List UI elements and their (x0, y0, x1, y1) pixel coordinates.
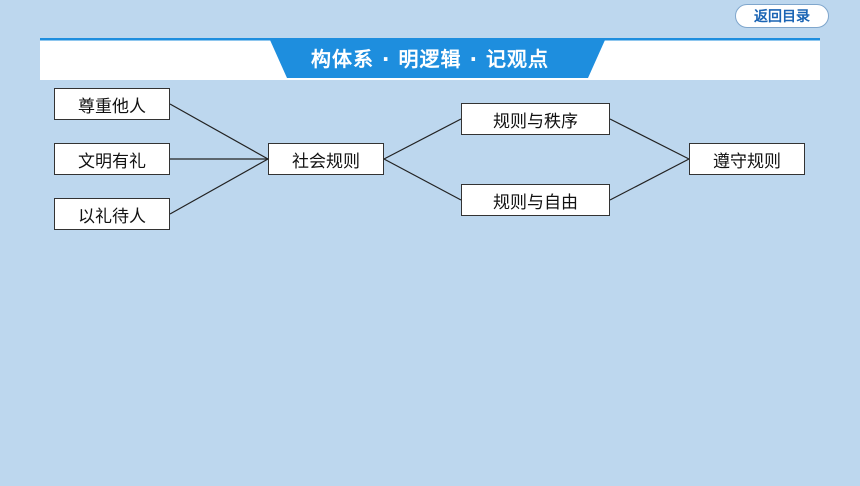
back-to-contents-button[interactable]: 返回目录 (735, 4, 829, 28)
node-civil-polite: 文明有礼 (54, 143, 170, 175)
banner-shape (40, 38, 820, 80)
connector-line (383, 118, 462, 160)
node-courtesy: 以礼待人 (54, 198, 170, 230)
banner-title: 构体系 · 明逻辑 · 记观点 (310, 47, 550, 71)
connector-line (609, 158, 690, 201)
node-rules-and-order: 规则与秩序 (461, 103, 610, 135)
connector-line (169, 103, 269, 160)
node-obey-rules: 遵守规则 (689, 143, 805, 175)
node-social-rules: 社会规则 (268, 143, 384, 175)
connector-line (383, 158, 462, 201)
section-banner: 构体系 · 明逻辑 · 记观点 (40, 38, 820, 80)
node-respect-others: 尊重他人 (54, 88, 170, 120)
connector-line (609, 118, 690, 160)
node-rules-and-freedom: 规则与自由 (461, 184, 610, 216)
connector-line (169, 158, 269, 215)
